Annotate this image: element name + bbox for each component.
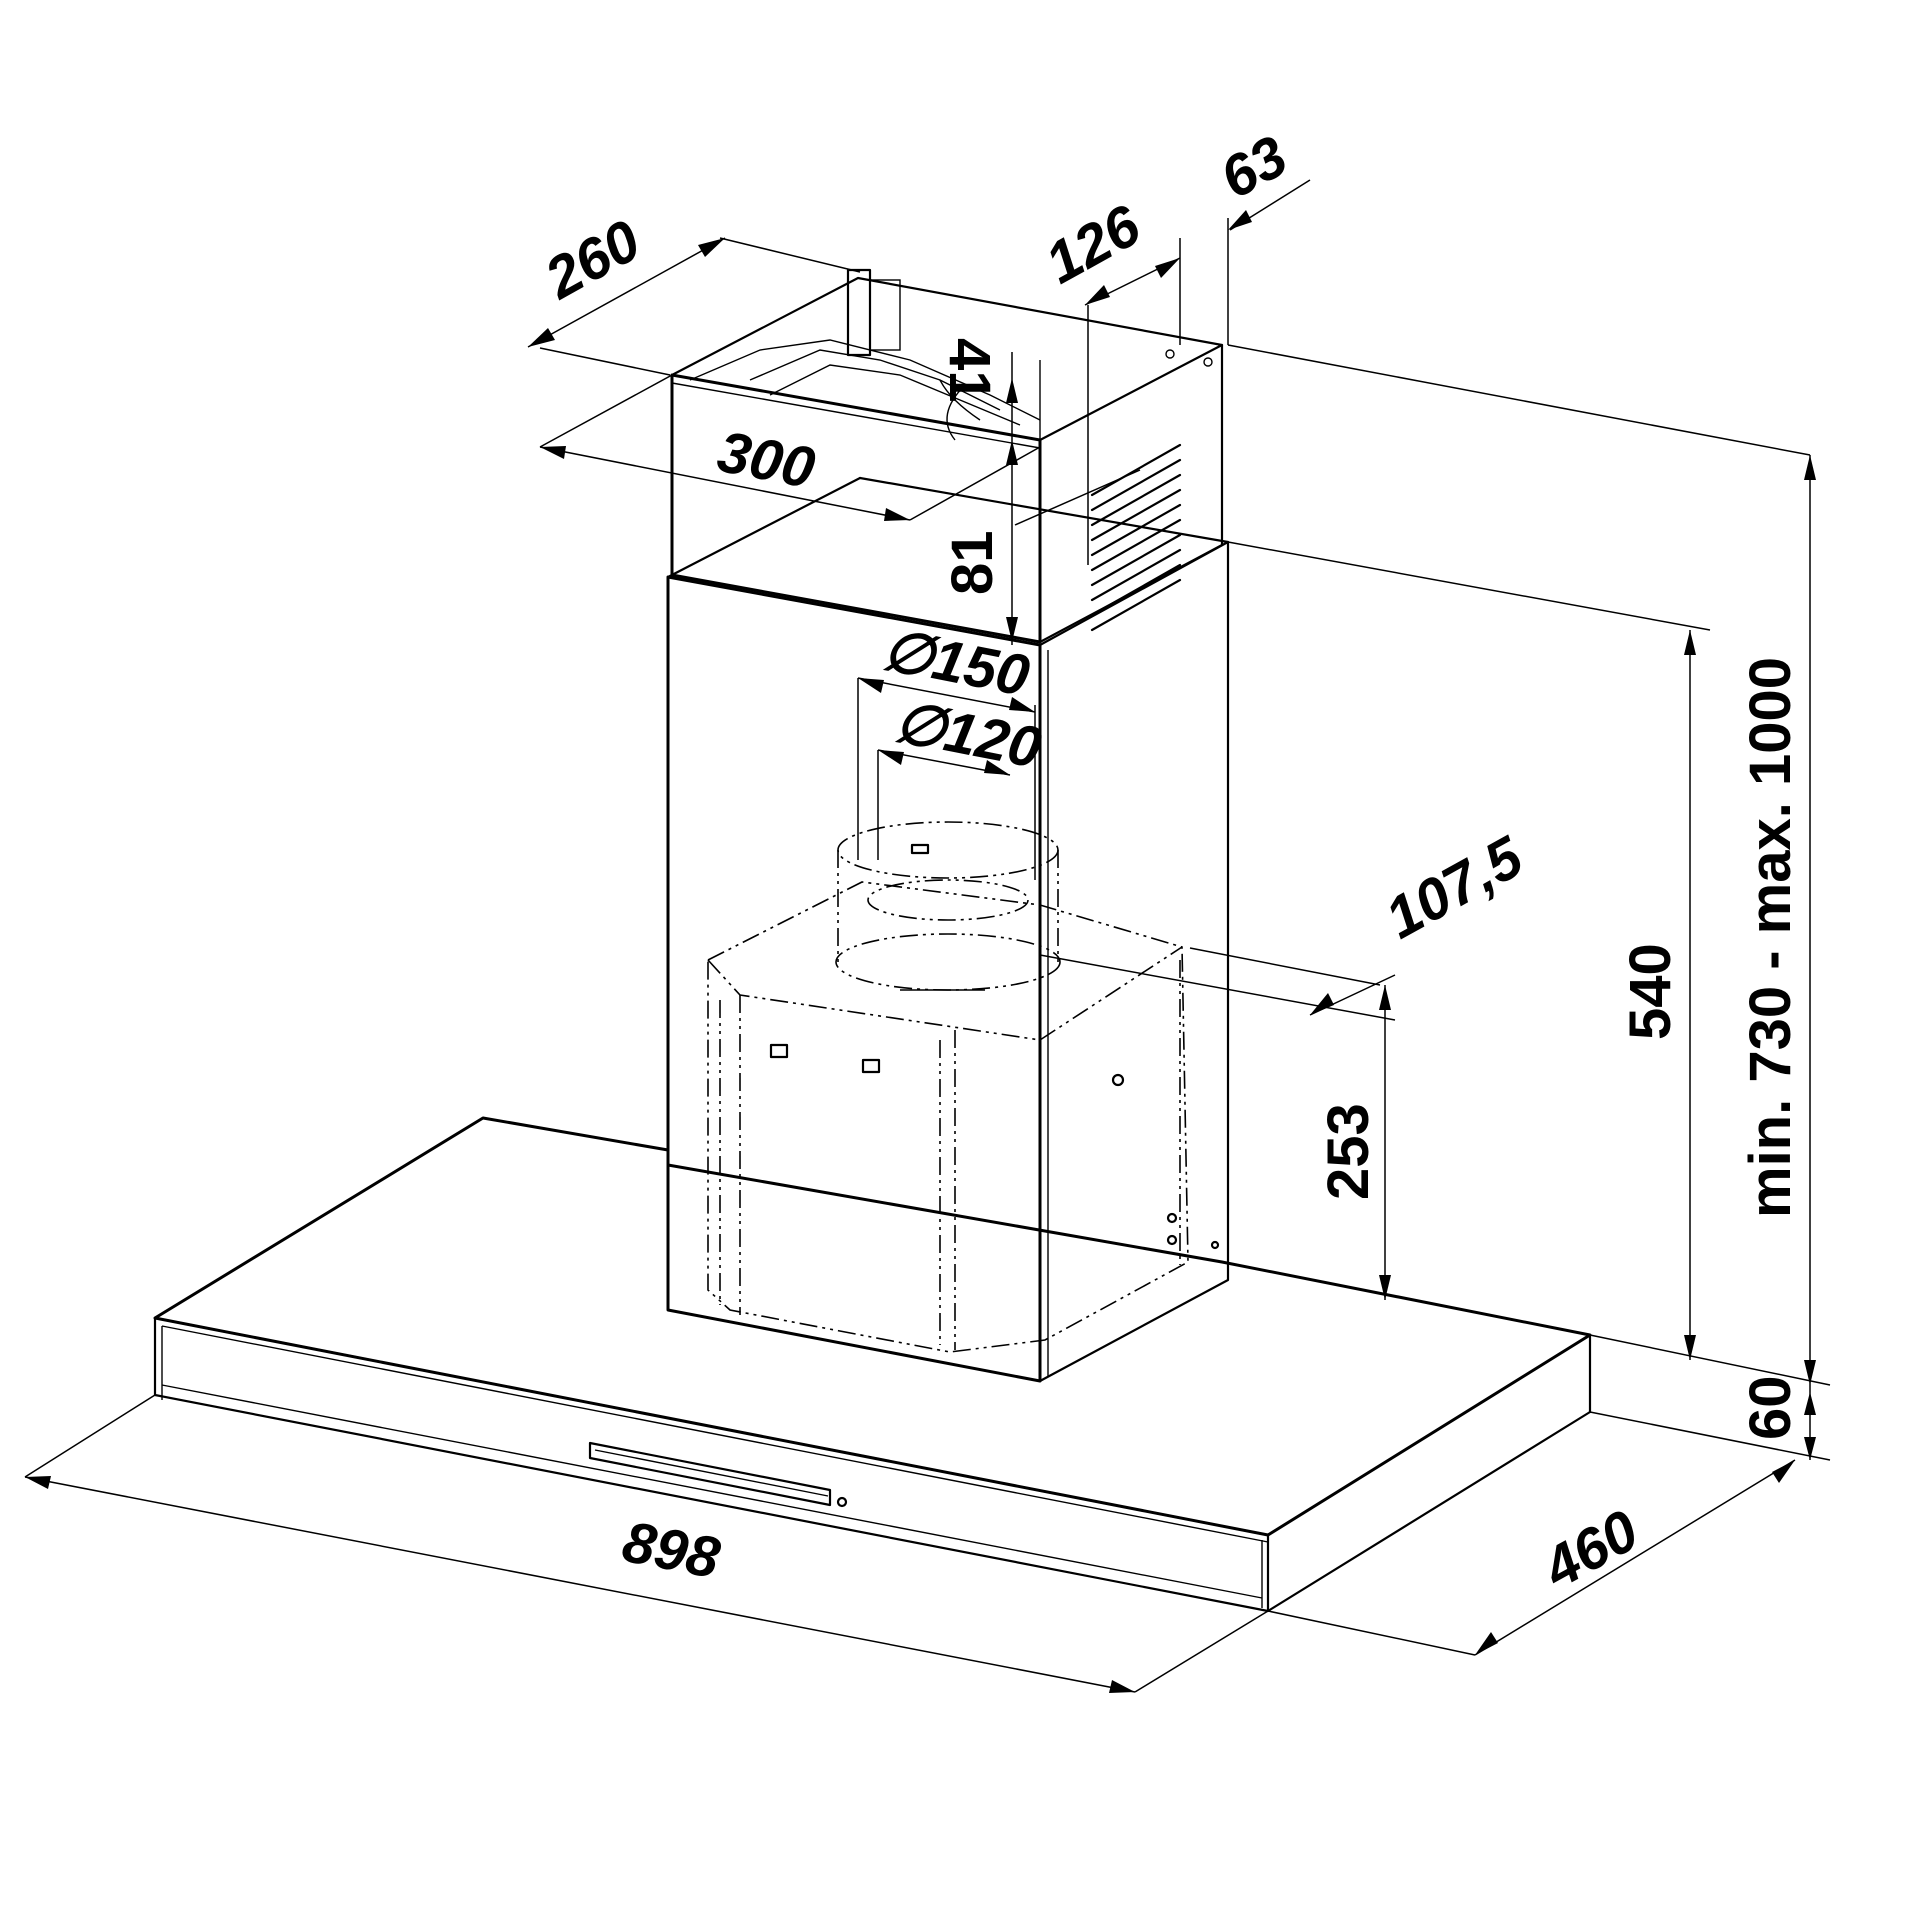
label-460: 460: [1532, 1498, 1649, 1602]
label-60: 60: [1738, 1375, 1803, 1440]
label-540: 540: [1618, 943, 1683, 1040]
label-81: 81: [940, 530, 1005, 595]
label-253: 253: [1316, 1103, 1381, 1200]
dimension-arrowheads: [25, 210, 1816, 1693]
ventilation-grille: [1090, 443, 1182, 632]
motor-housing-hidden: [707, 881, 1189, 1353]
label-total-height: min. 730 - max. 1000: [1738, 657, 1803, 1218]
dimension-lines: [24, 179, 1831, 1693]
canopy-body: [153, 1116, 1592, 1613]
label-107-5: 107,5: [1375, 824, 1534, 952]
label-898: 898: [618, 1509, 726, 1591]
label-260: 260: [534, 208, 651, 312]
chimney-upper: [670, 268, 1224, 644]
chimney-lower: [666, 476, 1230, 1383]
label-63: 63: [1210, 123, 1298, 211]
label-300: 300: [713, 419, 820, 501]
outlet-collar-hidden: [835, 821, 1061, 991]
label-41: 41: [937, 338, 1002, 403]
dimension-labels: 260 300 41 126 63 81 ∅150 ∅120 107,5 253…: [534, 123, 1803, 1602]
control-panel: [588, 1441, 848, 1508]
